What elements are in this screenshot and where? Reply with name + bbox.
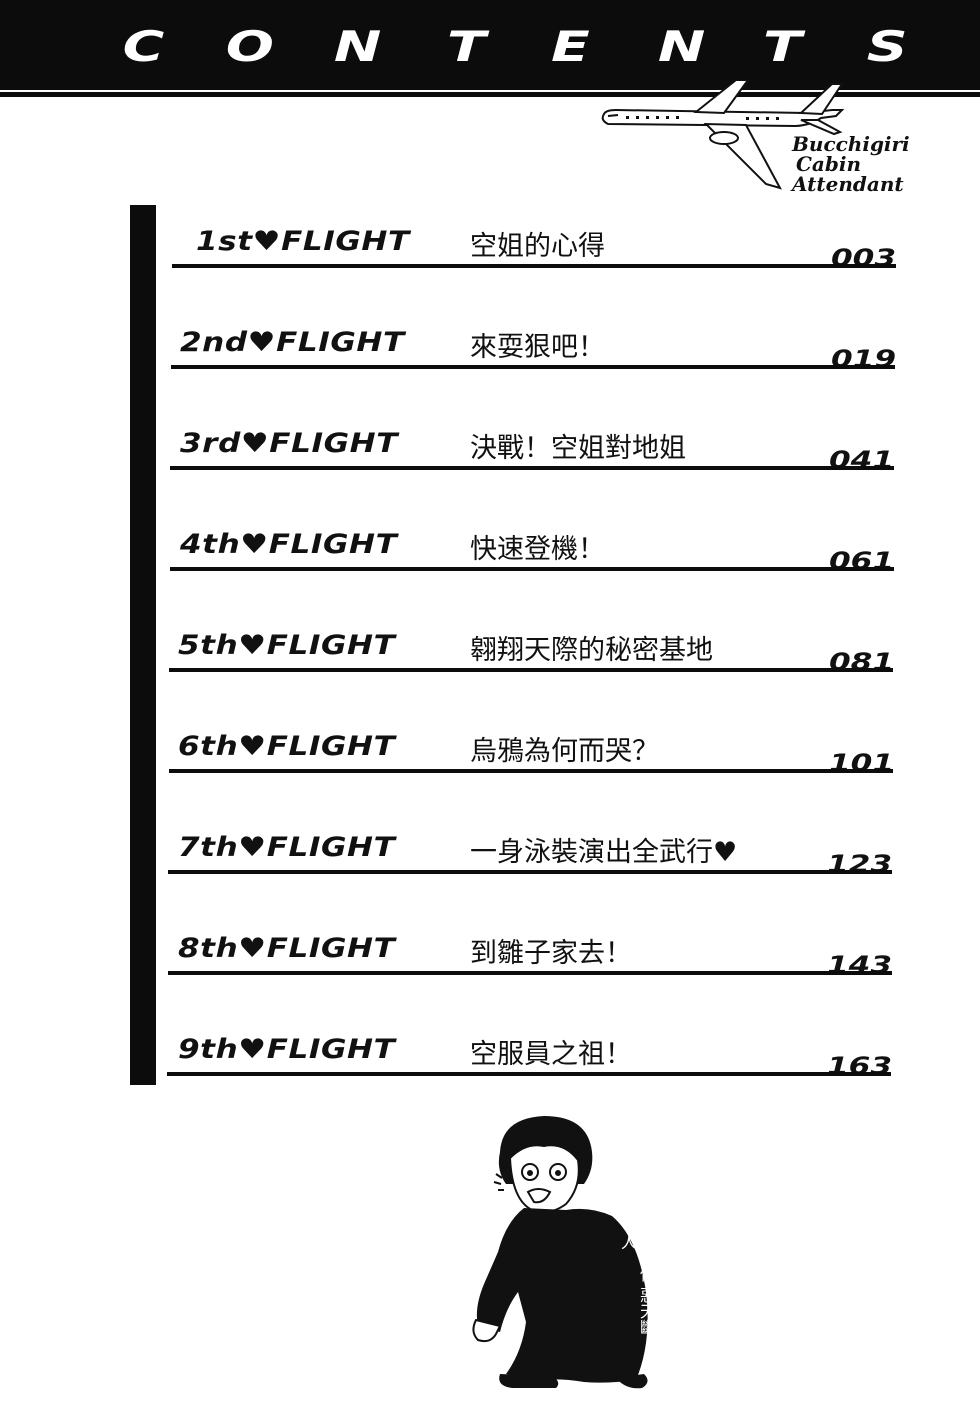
chapter-title: 來耍狠吧！	[470, 332, 605, 363]
chapter-label: 6th♥FLIGHT	[178, 731, 396, 762]
toc-entry[interactable]: 2nd♥FLIGHT 來耍狠吧！ 019	[0, 313, 980, 414]
entry-rule	[167, 1072, 891, 1076]
chapter-title: 空服員之祖！	[470, 1039, 632, 1070]
entry-rule	[170, 466, 894, 470]
toc-entry[interactable]: 3rd♥FLIGHT 決戰！空姐對地姐 041	[0, 414, 980, 515]
chapter-title: 翱翔天際的秘密基地	[470, 635, 713, 666]
heading-letter: C	[122, 22, 165, 71]
heading-letter: T	[446, 22, 486, 71]
heart-icon: ♥	[252, 226, 282, 257]
heart-icon: ♥	[238, 933, 267, 964]
header-divider	[0, 92, 980, 97]
chapter-title: 一身泳裝演出全武行♥	[470, 837, 738, 868]
heart-icon: ♥	[238, 731, 267, 762]
heading-letter: O	[225, 22, 274, 71]
airplane-icon	[601, 80, 845, 190]
chapter-label: 5th♥FLIGHT	[178, 630, 396, 661]
header-banner	[0, 0, 980, 90]
book-title: Bucchigiri Cabin Attendant	[792, 134, 910, 194]
heart-icon: ♥	[240, 529, 269, 560]
entry-rule	[172, 264, 896, 268]
chapter-label: 3rd♥FLIGHT	[180, 428, 398, 459]
entry-rule	[168, 870, 892, 874]
chapter-label: 7th♥FLIGHT	[178, 832, 396, 863]
heart-icon: ♥	[247, 327, 277, 358]
book-title-line: Attendant	[792, 172, 904, 196]
toc-entry[interactable]: 7th♥FLIGHT 一身泳裝演出全武行♥ 123	[0, 818, 980, 919]
toc-entry[interactable]: 4th♥FLIGHT 快速登機！ 061	[0, 515, 980, 616]
entry-rule	[169, 668, 893, 672]
heading-letter: N	[333, 22, 382, 71]
chapter-label: 2nd♥FLIGHT	[180, 327, 405, 358]
heading-letter: T	[762, 22, 802, 71]
toc-side-bar	[130, 205, 156, 1085]
heading-letter: E	[550, 22, 590, 71]
toc-entry[interactable]: 6th♥FLIGHT 烏鴉為何而哭？ 101	[0, 717, 980, 818]
heart-icon: ♥	[238, 832, 267, 863]
chapter-label: 9th♥FLIGHT	[178, 1034, 396, 1065]
toc-entry[interactable]: 5th♥FLIGHT 翱翔天際的秘密基地 081	[0, 616, 980, 717]
heart-icon: ♥	[238, 630, 267, 661]
book-title-line: Bucchigiri	[792, 132, 910, 156]
chapter-title: 決戰！空姐對地姐	[470, 433, 686, 464]
chapter-label: 1st♥FLIGHT	[196, 226, 410, 257]
chapter-label: 4th♥FLIGHT	[180, 529, 398, 560]
heart-icon: ♥	[240, 428, 270, 459]
entry-rule	[171, 365, 895, 369]
entry-rule	[168, 971, 892, 975]
entry-rule	[169, 769, 893, 773]
toc-entry[interactable]: 1st♥FLIGHT 空姐的心得 003	[0, 212, 980, 313]
toc-entry[interactable]: 8th♥FLIGHT 到雛子家去！ 143	[0, 919, 980, 1020]
character-illustration	[472, 1116, 648, 1389]
entry-rule	[170, 567, 894, 571]
toc-entry[interactable]: 9th♥FLIGHT 空服員之祖！ 163	[0, 1020, 980, 1121]
heart-icon: ♥	[238, 1034, 267, 1065]
chapter-title: 空姐的心得	[470, 231, 605, 262]
book-title-line: Cabin	[796, 152, 861, 176]
contents-heading: C O N T E N T S	[0, 22, 980, 82]
chapter-title: 快速登機！	[470, 534, 605, 565]
jacket-text: 魁夜傳 惡天斷人	[618, 1234, 656, 1336]
chapter-title: 到雛子家去！	[470, 938, 632, 969]
chapter-title: 烏鴉為何而哭？	[470, 736, 659, 767]
heading-letter: S	[866, 22, 908, 71]
chapter-label: 8th♥FLIGHT	[178, 933, 396, 964]
heading-letter: N	[657, 22, 706, 71]
